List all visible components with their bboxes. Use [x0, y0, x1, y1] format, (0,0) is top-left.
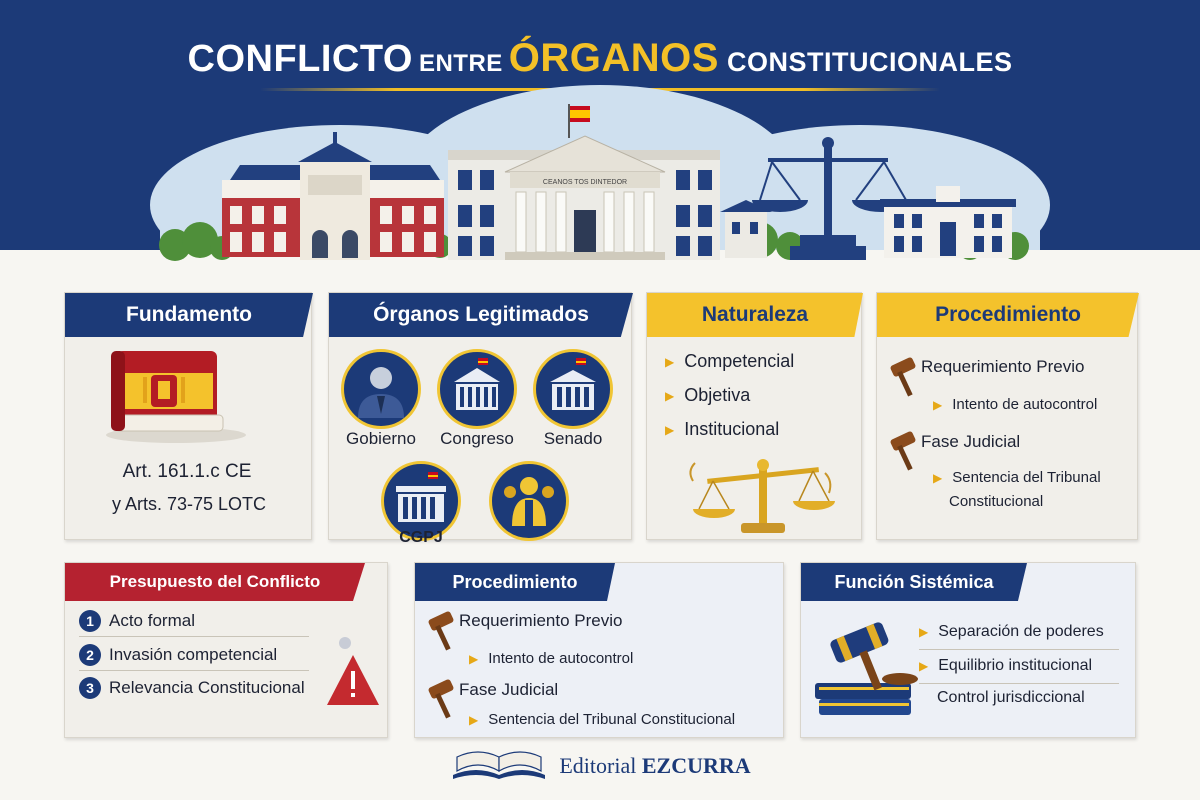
- bullet-arrow-icon: ▶: [933, 470, 943, 485]
- gavel-icon: [890, 431, 916, 471]
- central-building: CEANOS TOS DINTEDOR: [448, 104, 720, 260]
- procedimiento-top-title: Procedimiento: [877, 293, 1139, 337]
- presupuesto-item-2: 2 Invasión competencial: [79, 644, 277, 666]
- number-badge: 2: [79, 644, 101, 666]
- presupuesto-item-3: 3 Relevancia Constitucional: [79, 677, 305, 699]
- proc-top-step2-sub-line2: Constitucional: [949, 493, 1044, 510]
- card-naturaleza: Naturaleza ▶ Competencial ▶ Objetiva ▶ Inst…: [646, 292, 863, 540]
- open-book-icon: [453, 751, 546, 779]
- judges-icon: [489, 461, 569, 541]
- gavel-icon: [428, 611, 454, 651]
- cgpj-building-icon: [381, 461, 461, 541]
- bullet-arrow-icon: ▶: [665, 354, 675, 369]
- proc-top-step1-sub-label: Intento de autocontrol: [952, 396, 1098, 413]
- procedimiento-bottom-title: Procedimiento: [415, 563, 615, 601]
- presupuesto-item-1: 1 Acto formal: [79, 610, 195, 632]
- bullet-arrow-icon: ▶: [665, 422, 675, 437]
- card-procedimiento-bottom: Procedimiento Requerimiento Previo ▶ Inte…: [414, 562, 784, 738]
- card-funcion: Función Sistémica ▶ Separación de poderes…: [800, 562, 1136, 738]
- presupuesto-title: Presupuesto del Conflicto: [65, 563, 365, 601]
- naturaleza-item-label: Objetiva: [684, 385, 751, 405]
- funcion-item-label: Separación de poderes: [938, 623, 1104, 640]
- fundamento-article: Art. 161.1.c CE: [122, 461, 252, 482]
- skyline-illustration: CEANOS TOS DINTEDOR: [0, 85, 1200, 270]
- gavel-icon: [890, 357, 916, 397]
- funcion-item-separacion: ▶ Separación de poderes: [919, 623, 1104, 641]
- proc-top-step2-sub: ▶ Sentencia del Tribunal: [933, 469, 1101, 486]
- organos-title: Órganos Legitimados: [329, 293, 633, 337]
- footer-brand: Editorial EZCURRA: [0, 748, 1200, 784]
- proc-bottom-step2-sub: ▶ Sentencia del Tribunal Constitucional: [469, 711, 735, 728]
- funcion-title: Función Sistémica: [801, 563, 1027, 601]
- presupuesto-item-label: Relevancia Constitucional: [109, 678, 305, 697]
- senate-building-icon: [533, 349, 613, 429]
- gavel-books-icon: [815, 622, 918, 715]
- bullet-arrow-icon: ▶: [665, 388, 675, 403]
- proc-top-step1: Requerimiento Previo: [921, 357, 1085, 376]
- brand-name: Editorial EZCURRA: [559, 753, 750, 779]
- divider: [79, 636, 309, 637]
- fundamento-lotc: y Arts. 73-75 LOTC: [111, 494, 267, 514]
- funcion-item-label: Equilibrio institucional: [938, 657, 1093, 674]
- card-procedimiento-top: Procedimiento Requerimiento Previo ▶ Inte…: [876, 292, 1139, 540]
- organo-label-congreso: Congreso: [440, 429, 514, 448]
- naturaleza-item-institucional: ▶ Institucional: [665, 419, 779, 440]
- naturaleza-item-objetiva: ▶ Objetiva: [665, 385, 750, 406]
- title-organos: ÓRGANOS: [508, 36, 719, 80]
- card-organos: Órganos Legitimados Gobierno Congreso Se…: [328, 292, 633, 546]
- title-constitucionales: CONSTITUCIONALES: [726, 47, 1013, 77]
- funcion-item-control: Control jurisdiccional: [937, 689, 1085, 706]
- organo-label-cgpj: CGPJ: [399, 529, 443, 546]
- proc-bottom-step2: Fase Judicial: [459, 680, 559, 699]
- card-fundamento: Fundamento Art. 161.1.c CE y Arts. 73-75…: [64, 292, 313, 540]
- organo-label-senado: Senado: [543, 429, 603, 448]
- building-inscription: CEANOS TOS DINTEDOR: [543, 179, 627, 186]
- gavel-icon: [428, 679, 454, 719]
- bullet-arrow-icon: ▶: [469, 712, 479, 727]
- naturaleza-item-label: Competencial: [684, 351, 795, 371]
- divider: [919, 649, 1119, 650]
- organo-label-gobierno: Gobierno: [346, 429, 416, 448]
- scales-icon: [689, 459, 835, 533]
- presupuesto-item-label: Acto formal: [109, 611, 195, 630]
- card-presupuesto: Presupuesto del Conflicto 1 Acto formal 2…: [64, 562, 388, 738]
- warning-icon: [327, 637, 379, 705]
- right-buildings: [720, 186, 1016, 258]
- brand-regular: Editorial: [559, 753, 637, 778]
- constitution-book-icon: [106, 351, 246, 443]
- number-badge: 1: [79, 610, 101, 632]
- title-conflicto: CONFLICTO: [187, 38, 413, 80]
- funcion-item-equilibrio: ▶ Equilibrio institucional: [919, 657, 1092, 675]
- brand-bold: EZCURRA: [641, 753, 751, 778]
- fundamento-title: Fundamento: [65, 293, 313, 337]
- naturaleza-item-label: Institucional: [684, 419, 780, 439]
- congress-building-icon: [437, 349, 517, 429]
- bullet-arrow-icon: ▶: [469, 651, 479, 666]
- bullet-arrow-icon: ▶: [919, 625, 929, 639]
- naturaleza-title: Naturaleza: [647, 293, 863, 337]
- government-person-icon: [341, 349, 421, 429]
- left-building: [222, 132, 444, 260]
- proc-bottom-step1: Requerimiento Previo: [459, 611, 623, 630]
- naturaleza-item-competencial: ▶ Competencial: [665, 351, 794, 372]
- number-badge: 3: [79, 677, 101, 699]
- presupuesto-item-label: Invasión competencial: [109, 645, 278, 664]
- bullet-arrow-icon: ▶: [919, 659, 929, 673]
- proc-bottom-step1-sub: ▶ Intento de autocontrol: [469, 650, 633, 667]
- divider: [79, 670, 309, 671]
- flagpole: [568, 104, 570, 138]
- proc-top-step2-sub-label: Sentencia del Tribunal: [952, 469, 1101, 486]
- bullet-arrow-icon: ▶: [933, 397, 943, 412]
- proc-top-step1-sub: ▶ Intento de autocontrol: [933, 396, 1097, 413]
- proc-bottom-step1-sub-label: Intento de autocontrol: [488, 650, 634, 667]
- title-entre: ENTRE: [418, 50, 503, 77]
- proc-top-step2: Fase Judicial: [921, 432, 1021, 451]
- divider: [919, 683, 1119, 684]
- proc-bottom-step2-sub-label: Sentencia del Tribunal Constitucional: [488, 711, 736, 728]
